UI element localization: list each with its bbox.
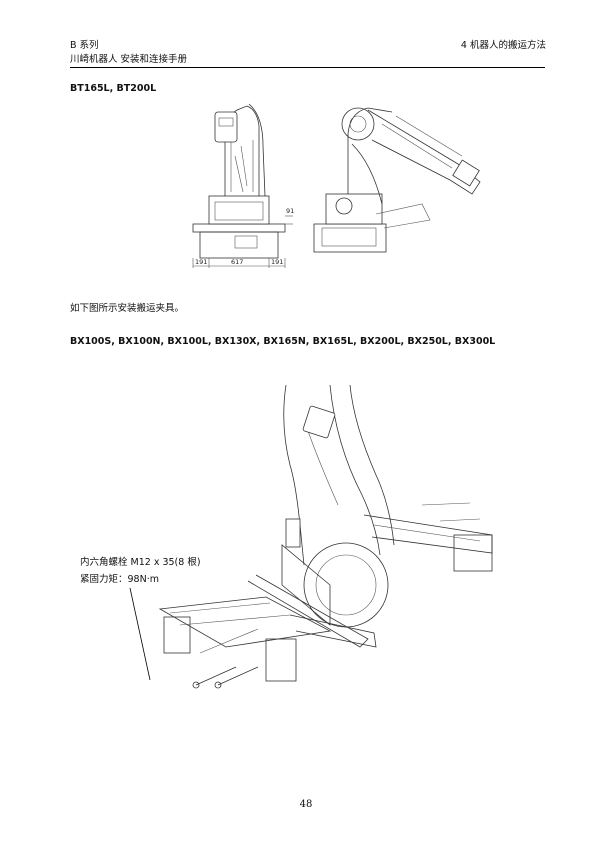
dim-left: 191 [195, 258, 207, 266]
callout-torque: 紧固力矩：98N·m [80, 574, 159, 585]
model-label-bt: BT165L, BT200L [70, 83, 157, 94]
bolt-callout: 内六角螺栓 M12 x 35(8 根) 紧固力矩：98N·m [80, 554, 201, 588]
header-manual-title: 川崎机器人 安装和连接手册 [70, 54, 188, 65]
header-chapter: 4 机器人的搬运方法 [460, 40, 546, 51]
header-rule [70, 67, 545, 68]
bx-robot-transport-jig [158, 385, 493, 689]
header-left: B 系列 川崎机器人 安装和连接手册 [70, 39, 187, 67]
model-label-bx: BX100S, BX100N, BX100L, BX130X, BX165N, … [70, 336, 496, 347]
callout-bolt-spec: 内六角螺栓 M12 x 35(8 根) [80, 557, 201, 568]
callout-leader-line [129, 587, 151, 681]
page-number: 48 [299, 799, 313, 810]
dim-right: 191 [271, 258, 283, 266]
bt-robot-side-view [313, 107, 481, 253]
header-series: B 系列 [70, 40, 99, 51]
bt-robot-front-view: 191 617 191 91 [192, 103, 294, 268]
instruction-text: 如下图所示安装搬运夹具。 [70, 303, 185, 314]
dim-center: 617 [231, 258, 243, 266]
dim-height: 91 [286, 207, 294, 215]
